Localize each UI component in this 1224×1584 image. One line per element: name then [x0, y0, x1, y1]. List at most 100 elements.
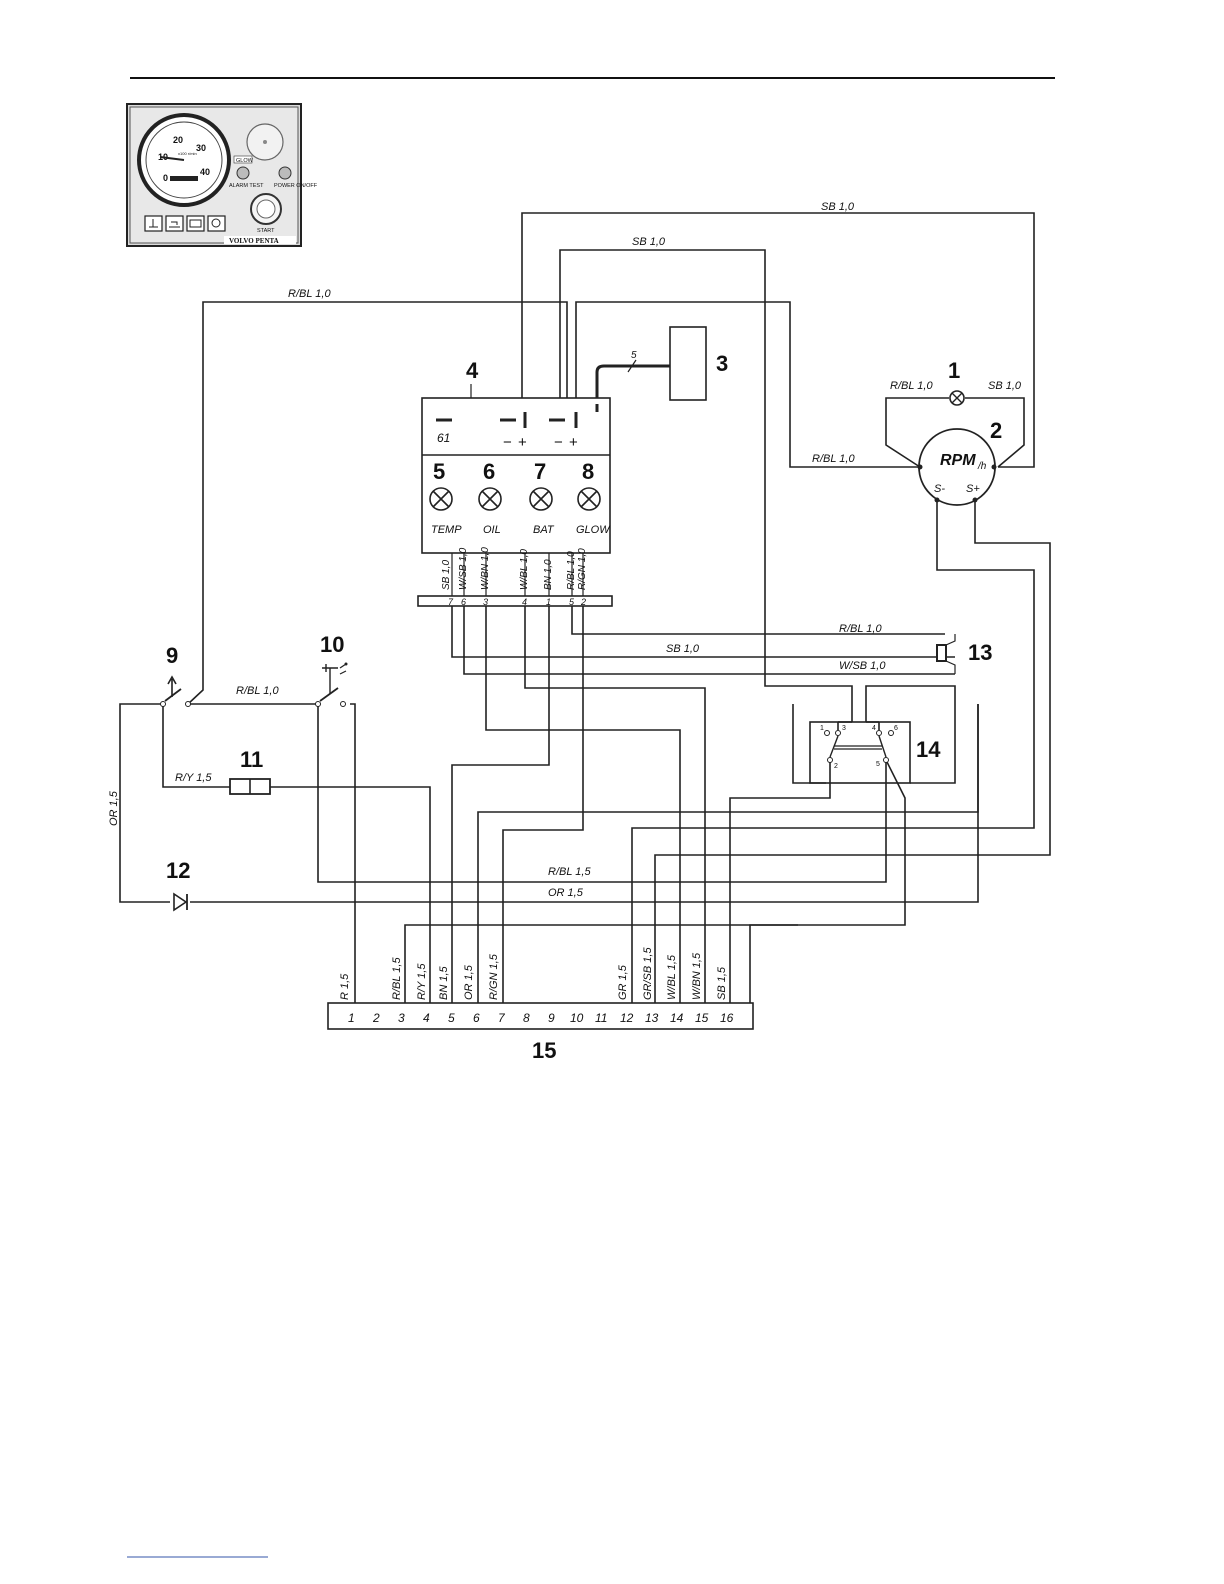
power-button — [278, 166, 292, 180]
switch14-pin-1: 1 — [820, 725, 824, 732]
module-pin-strip — [417, 595, 613, 607]
gauge-needle — [159, 156, 185, 161]
wire-pin3 — [404, 924, 798, 1003]
label-or-left: OR 1,5 — [108, 790, 120, 826]
rpm-meter-2: RPM /h S- S+ — [917, 428, 997, 506]
component-number-14: 14 — [916, 737, 941, 762]
gauge-tick-20: 20 — [173, 135, 183, 145]
wire-lamp-left — [885, 397, 949, 468]
connector-pin-16: 16 — [720, 1011, 734, 1025]
module-wire-bn: BN 1,0 — [543, 559, 554, 590]
connector-pin-10: 10 — [570, 1011, 584, 1025]
conn-wire-or: OR 1,5 — [463, 964, 475, 1000]
connector-pin-8: 8 — [523, 1011, 530, 1025]
connector-pin-6: 6 — [473, 1011, 480, 1025]
wire-14-right — [865, 685, 956, 784]
strip-pin-3: 3 — [483, 597, 488, 607]
instrument-panel-photo: 10 20 30 40 0 x100 r/min GLOW ALARM TEST… — [126, 103, 318, 247]
label-rbl-lamp: R/BL 1,0 — [890, 380, 933, 392]
label-rbl-13: R/BL 1,0 — [839, 623, 882, 635]
gauge-tick-30: 30 — [196, 143, 206, 153]
switch14-pin-6: 6 — [894, 725, 898, 732]
alarm-test-button — [236, 166, 250, 180]
conn-wire-sb: SB 1,5 — [716, 966, 728, 1000]
conn-wire-wbl: W/BL 1,5 — [666, 954, 678, 1000]
label-rbl-switch: R/BL 1,0 — [236, 685, 279, 697]
component-number-12: 12 — [166, 858, 190, 883]
wire-or-bottom — [190, 704, 979, 903]
switch14-pin-5: 5 — [876, 761, 880, 768]
lamp-oil — [478, 487, 502, 511]
wire-lamp-right — [965, 397, 1025, 468]
wire-sb-16 — [749, 759, 906, 1003]
lamp-temp — [429, 487, 453, 511]
lamp-label-bat: BAT — [533, 524, 555, 536]
module-wire-sb: SB 1,0 — [441, 560, 452, 590]
wire-ry-left — [162, 704, 230, 788]
wire-rgn — [502, 606, 584, 1003]
connector-pin-13: 13 — [645, 1011, 659, 1025]
component-number-7: 7 — [534, 459, 546, 484]
module-plus-1: + — [518, 434, 527, 451]
component-number-6: 6 — [483, 459, 495, 484]
conn-wire-rgn: R/GN 1,5 — [488, 953, 500, 1000]
component-number-3: 3 — [716, 351, 728, 376]
switch-10 — [315, 662, 348, 707]
module-wire-wbn: W/BN 1,0 — [480, 547, 491, 590]
rpm-s-plus: S+ — [966, 483, 980, 495]
wire-wsb-13 — [463, 606, 955, 675]
gauge-unit: x100 r/min — [178, 151, 197, 156]
wire-wbl — [524, 606, 706, 1003]
component-number-2: 2 — [990, 418, 1002, 443]
strip-pin-2: 2 — [580, 597, 586, 607]
wire-r — [350, 703, 356, 1003]
module-wire-wbl: W/BL 1,0 — [519, 549, 530, 590]
label-sb-top: SB 1,0 — [821, 201, 855, 213]
connector-15 — [327, 1002, 754, 1030]
wire-sb-13 — [451, 606, 955, 658]
module-wire-rbl: R/BL 1,0 — [566, 551, 577, 590]
connector-pin-9: 9 — [548, 1011, 555, 1025]
lamp-label-temp: TEMP — [431, 524, 462, 536]
connector-pin-3: 3 — [398, 1011, 405, 1025]
label-sb-lamp: SB 1,0 — [988, 380, 1022, 392]
module-wire-rgn: R/GN 1,0 — [577, 548, 588, 590]
rpm-label: RPM — [940, 452, 976, 469]
label-ry-11: R/Y 1,5 — [175, 772, 212, 784]
warning-lamp-row — [144, 215, 226, 232]
strip-pin-5: 5 — [569, 597, 575, 607]
alarm-test-label: ALARM TEST — [229, 183, 264, 189]
lamp-bat — [529, 487, 553, 511]
connector-pin-5: 5 — [448, 1011, 455, 1025]
module-wire-wsb: W/SB 1,0 — [458, 547, 469, 590]
connector-pin-1: 1 — [348, 1011, 355, 1025]
wire-gr — [477, 704, 979, 1003]
wire-rbl-13 — [571, 606, 945, 635]
component-number-4: 4 — [466, 358, 479, 383]
wire-bn — [451, 606, 550, 1003]
wire-or-left — [119, 703, 170, 903]
module-minus-2: − — [554, 434, 563, 451]
strip-pin-6: 6 — [461, 597, 466, 607]
wire-rpm-s-minus — [631, 502, 1035, 1003]
label-or-bottom: OR 1,5 — [548, 887, 584, 899]
rpm-unit: /h — [977, 461, 987, 472]
switch14-pin-3: 3 — [842, 725, 846, 732]
switch14-pin-4: 4 — [872, 725, 876, 732]
connector-pin-4: 4 — [423, 1011, 430, 1025]
gauge-tick-0: 0 — [163, 173, 168, 183]
lamp-label-oil: OIL — [483, 524, 501, 536]
diode-12 — [173, 892, 188, 912]
warning-module-4: 61 − + − + TEMP OIL BAT GLOW — [421, 397, 611, 554]
wire-ry-right — [270, 786, 431, 1003]
gauge-tick-40: 40 — [200, 167, 210, 177]
wire-rbl-bottom — [317, 704, 887, 883]
component-number-10: 10 — [320, 632, 344, 657]
component-number-5: 5 — [433, 459, 445, 484]
conn-wire-r: R 1,5 — [339, 973, 351, 1000]
strip-pin-1: 1 — [546, 597, 551, 607]
switch-9 — [160, 675, 191, 707]
component-number-1: 1 — [948, 358, 960, 383]
